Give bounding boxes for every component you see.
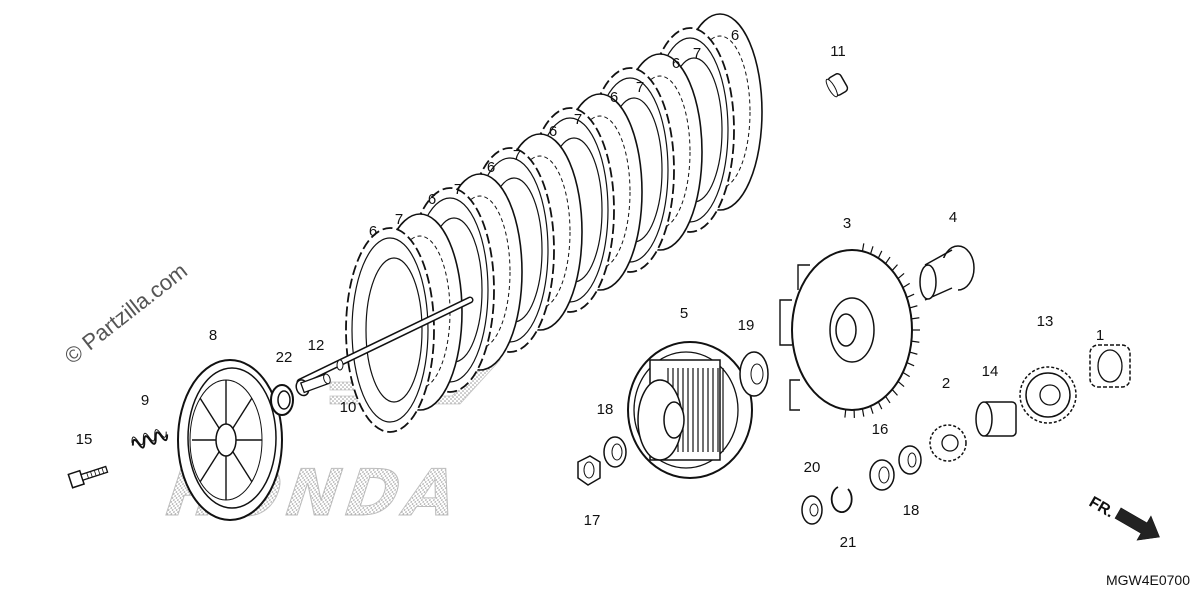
bearing <box>270 384 294 416</box>
callout-7: 7 <box>454 181 462 198</box>
callout-7: 7 <box>395 211 403 228</box>
circlip <box>830 486 853 513</box>
needle-bearing <box>869 459 895 491</box>
callout-18: 18 <box>597 401 614 418</box>
callout-8: 8 <box>209 327 217 344</box>
washer-right <box>898 445 922 475</box>
callout-3: 3 <box>843 215 851 232</box>
callout-13: 13 <box>1037 313 1054 330</box>
pushrod <box>296 296 474 386</box>
callout-6: 6 <box>672 55 680 72</box>
callout-1: 1 <box>1096 327 1104 344</box>
svg-text:FR.: FR. <box>1086 494 1117 522</box>
callout-11: 11 <box>830 43 846 60</box>
callout-6: 6 <box>487 159 495 176</box>
nut <box>577 455 601 486</box>
callout-4: 4 <box>949 209 957 226</box>
callout-14: 14 <box>982 363 999 380</box>
callout-22: 22 <box>276 349 293 366</box>
callout-17: 17 <box>584 512 601 529</box>
callout-20: 20 <box>804 459 821 476</box>
front-direction-arrow: FR. <box>1086 494 1160 541</box>
callout-18: 18 <box>903 502 920 519</box>
callout-7: 7 <box>513 147 521 164</box>
thrust-washer <box>739 351 769 397</box>
callout-2: 2 <box>942 375 950 392</box>
callout-6: 6 <box>369 223 377 240</box>
lifter-piece <box>295 373 331 397</box>
pin <box>825 73 849 98</box>
pressure-plate <box>177 359 283 521</box>
washer <box>603 436 627 468</box>
primary-gear <box>1019 366 1077 424</box>
clutch-outer <box>779 243 920 418</box>
callout-6: 6 <box>549 123 557 140</box>
callout-10: 10 <box>340 399 357 416</box>
callout-6: 6 <box>428 191 436 208</box>
clutch-plate-stack <box>345 13 763 433</box>
callout-7: 7 <box>636 79 644 96</box>
watermark: © Partzilla.com <box>60 258 192 369</box>
friction-disc <box>345 227 435 433</box>
callout-21: 21 <box>840 534 857 551</box>
spring <box>131 429 169 449</box>
oil-pump-drive-gear <box>929 424 967 462</box>
callout-6: 6 <box>731 27 739 44</box>
callout-6: 6 <box>610 89 618 106</box>
callout-12: 12 <box>308 337 325 354</box>
collar <box>975 401 1017 437</box>
bushing <box>919 245 975 301</box>
reference-code: MGW4E0700 <box>1106 572 1190 588</box>
bolt <box>67 465 109 489</box>
callout-19: 19 <box>738 317 755 334</box>
lock-nut <box>801 495 823 525</box>
callout-9: 9 <box>141 392 149 409</box>
spline-gear <box>1089 344 1131 388</box>
clutch-center <box>627 341 753 479</box>
callout-7: 7 <box>693 45 701 62</box>
callout-16: 16 <box>872 421 889 438</box>
callout-15: 15 <box>76 431 93 448</box>
callout-5: 5 <box>680 305 688 322</box>
callout-7: 7 <box>574 111 582 128</box>
